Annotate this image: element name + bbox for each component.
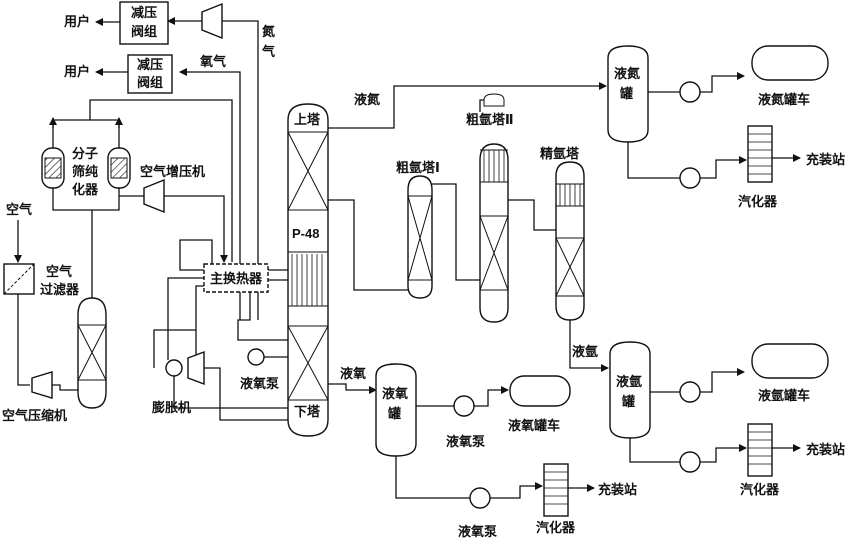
crude-argon-column-2: [479, 93, 509, 323]
lox-pump-1-icon: [453, 395, 475, 417]
ln2-pump-icon: [679, 81, 701, 103]
molecular-sieve-purifier: [41, 117, 131, 211]
filling-station-3: 充装站: [598, 482, 637, 497]
liquid-oxygen-tank: [375, 363, 417, 457]
vaporizer-3: [543, 463, 569, 517]
liquid-argon-tank: [609, 341, 651, 439]
liquid-oxygen-label: 液氧: [340, 366, 366, 381]
valve-2-line1: 减压: [137, 57, 163, 72]
main-distillation-column: [287, 103, 329, 437]
oxygen-gas-label: 氧气: [199, 54, 226, 69]
liquid-nitrogen-label: 液氮: [354, 92, 380, 107]
lox-truck: [509, 375, 571, 407]
ln2-truck: [751, 45, 829, 81]
lox-pump-1-label: 液氧泵: [446, 434, 485, 449]
lox-tank-label-2: 罐: [387, 406, 401, 421]
nitrogen-label-1: 氮: [262, 24, 275, 39]
air-booster-icon: [143, 178, 165, 214]
air-filter-label-1: 空气: [46, 264, 72, 279]
main-hx-label: 主换热器: [210, 271, 263, 286]
user-label-1: 用户: [63, 14, 90, 29]
crude-argon-column-1: [407, 175, 433, 299]
air-filter: [3, 263, 35, 295]
lar-tank-label-1: 液氩: [616, 374, 642, 389]
vaporizer-2: [747, 423, 773, 477]
valve-group-2: 减压 阀组: [127, 54, 173, 94]
expander-pump-icon: [165, 359, 183, 377]
lox-pump-2-icon: [469, 487, 491, 509]
liquid-argon-label: 液氩: [572, 344, 598, 359]
lar-vap-pump-icon: [679, 451, 701, 473]
lower-column-label: 下塔: [294, 404, 321, 419]
air-compressor-label: 空气压缩机: [2, 408, 67, 423]
expander-label: 膨胀机: [151, 400, 191, 415]
valve-group-1: 减压 阀组: [119, 1, 169, 45]
air-cooling-tower: [77, 297, 107, 409]
lar-tank-label-2: 罐: [621, 394, 635, 409]
liquid-nitrogen-tank: [607, 45, 649, 143]
lar-truck: [751, 343, 829, 379]
air-label: 空气: [6, 202, 32, 217]
vaporizer-1-label: 汽化器: [738, 194, 778, 209]
lox-tank-label-1: 液氧: [382, 386, 408, 401]
lox-pump-2-label: 液氧泵: [458, 524, 497, 539]
mol-sieve-label-3: 化器: [72, 182, 99, 197]
vaporizer-3-label: 汽化器: [536, 520, 576, 535]
main-heat-exchanger: 主换热器: [203, 263, 269, 293]
air-compressor-icon: [31, 371, 53, 399]
lox-truck-label: 液氧罐车: [508, 418, 560, 433]
vaporizer-1: [747, 125, 773, 183]
valve-2-line2: 阀组: [137, 75, 163, 90]
mol-sieve-label-1: 分子: [72, 146, 98, 161]
nitrogen-label-2: 气: [262, 44, 275, 59]
pure-argon-column: [555, 161, 585, 321]
user-label-2: 用户: [63, 64, 90, 79]
ln2-vap-pump-icon: [679, 167, 701, 189]
mol-sieve-label-2: 筛纯: [72, 164, 98, 179]
filling-station-2: 充装站: [806, 442, 845, 457]
lar-truck-label: 液氩罐车: [758, 388, 810, 403]
pure-argon-label: 精氩塔: [540, 146, 580, 161]
vaporizer-2-label: 汽化器: [740, 482, 780, 497]
crude-argon-1-label: 粗氩塔Ⅰ: [396, 160, 440, 175]
filling-station-1: 充装站: [806, 152, 845, 167]
air-booster-label: 空气增压机: [140, 164, 205, 179]
ln2-tank-label-1: 液氮: [614, 66, 640, 81]
valve-1-line2: 阀组: [131, 24, 157, 39]
upper-column-label: 上塔: [294, 112, 321, 127]
air-filter-label-2: 过滤器: [40, 282, 80, 297]
crude-argon-2-label: 粗氩塔Ⅱ: [466, 112, 514, 127]
packing-label: P-48: [292, 226, 319, 241]
ln2-truck-label: 液氮罐车: [758, 92, 810, 107]
column-lox-pump-icon: [247, 348, 265, 366]
column-lox-pump-label: 液氧泵: [240, 376, 279, 391]
valve-1-line1: 减压: [131, 5, 157, 20]
expander-icon: [187, 350, 205, 386]
nitrogen-compressor-icon: [201, 2, 223, 40]
lar-pump-icon: [679, 381, 701, 403]
ln2-tank-label-2: 罐: [619, 86, 633, 101]
